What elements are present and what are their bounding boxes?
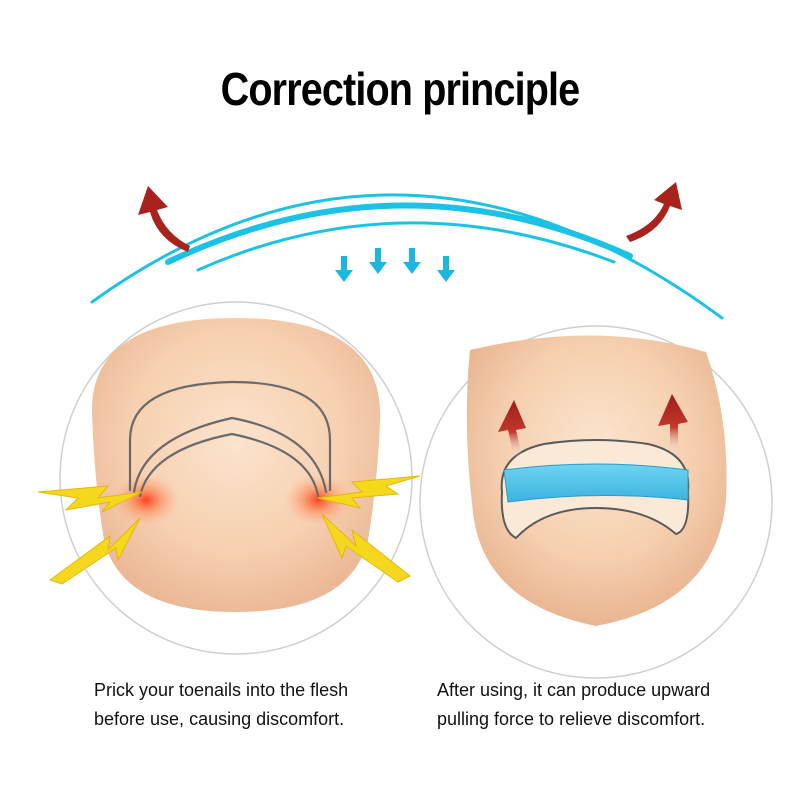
blue-down-arrow-icon	[335, 256, 353, 282]
before-caption-line2: before use, causing discomfort.	[94, 709, 345, 729]
red-up-arrow-icon	[138, 186, 190, 252]
page-title: Correction principle	[220, 63, 581, 115]
top-red-arrows	[138, 182, 682, 252]
before-lightning-bolts	[37, 475, 421, 585]
blue-down-arrow-icon	[437, 256, 455, 282]
before-caption-line1: Prick your toenails into the flesh	[94, 680, 349, 700]
after-caption: After using, it can produce upward pulli…	[437, 676, 767, 734]
before-caption: Prick your toenails into the flesh befor…	[94, 676, 424, 734]
blue-down-arrow-icon	[369, 248, 387, 274]
lightning-bolt-icon	[37, 485, 143, 513]
after-circle-frame	[419, 325, 773, 679]
before-toe	[91, 318, 381, 612]
red-up-arrow-icon	[626, 182, 682, 242]
blue-arc-inner	[196, 221, 616, 272]
before-pain-glow-right	[284, 474, 352, 526]
blue-arc-middle	[165, 202, 633, 265]
after-panel	[419, 325, 773, 679]
red-up-arrow-icon	[658, 394, 688, 454]
before-panel	[37, 301, 421, 655]
lightning-bolt-icon	[317, 475, 421, 509]
after-caption-line2: pulling force to relieve discomfort.	[437, 709, 706, 729]
blue-arc-lines	[90, 193, 724, 320]
after-caption-line1: After using, it can produce upward	[437, 680, 711, 700]
lightning-bolt-icon	[321, 513, 411, 583]
after-correction-strip	[503, 463, 689, 503]
after-red-arrows	[498, 394, 688, 458]
blue-down-arrow-icon	[403, 248, 421, 274]
red-up-arrow-icon	[498, 400, 526, 458]
before-nail-outlines	[128, 380, 332, 498]
lightning-bolt-icon	[48, 517, 141, 585]
blue-down-arrows	[335, 248, 455, 282]
